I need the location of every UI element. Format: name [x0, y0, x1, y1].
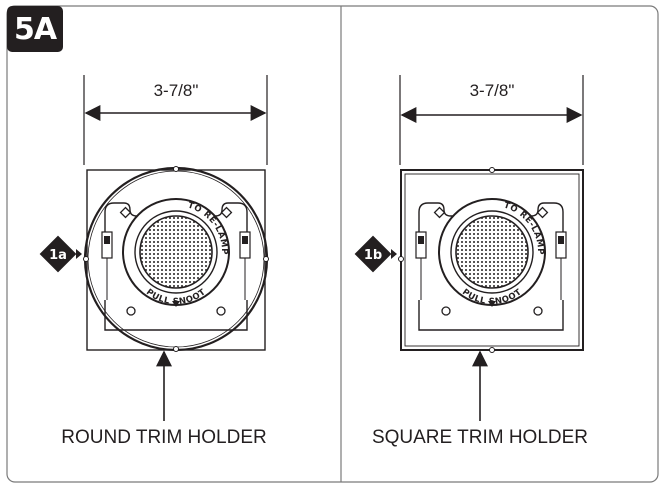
- svg-text:1b: 1b: [364, 248, 382, 263]
- lamp-mesh: [455, 215, 529, 289]
- dimension-label-right: 3-7/8": [469, 81, 515, 100]
- figure-border: [6, 5, 659, 483]
- dimension-arrow-left: [83, 75, 268, 165]
- step-badge: 5A: [7, 6, 63, 52]
- dimension-label-left: 3-7/8": [153, 81, 199, 100]
- left-panel: TO RE-LAMP PULL SNOOT 1a: [39, 75, 269, 421]
- svg-text:1a: 1a: [49, 248, 67, 263]
- round-trim-holder-caption: ROUND TRIM HOLDER: [61, 427, 267, 448]
- dimension-arrow-right: [399, 75, 584, 165]
- right-panel: TO RE-LAMP PULL SNOOT 1b: [354, 75, 584, 421]
- square-trim-holder-caption: SQUARE TRIM HOLDER: [371, 427, 589, 448]
- callout-1a: 1a: [39, 235, 82, 273]
- callout-1b: 1b: [354, 235, 397, 273]
- lamp-mesh: [139, 215, 213, 289]
